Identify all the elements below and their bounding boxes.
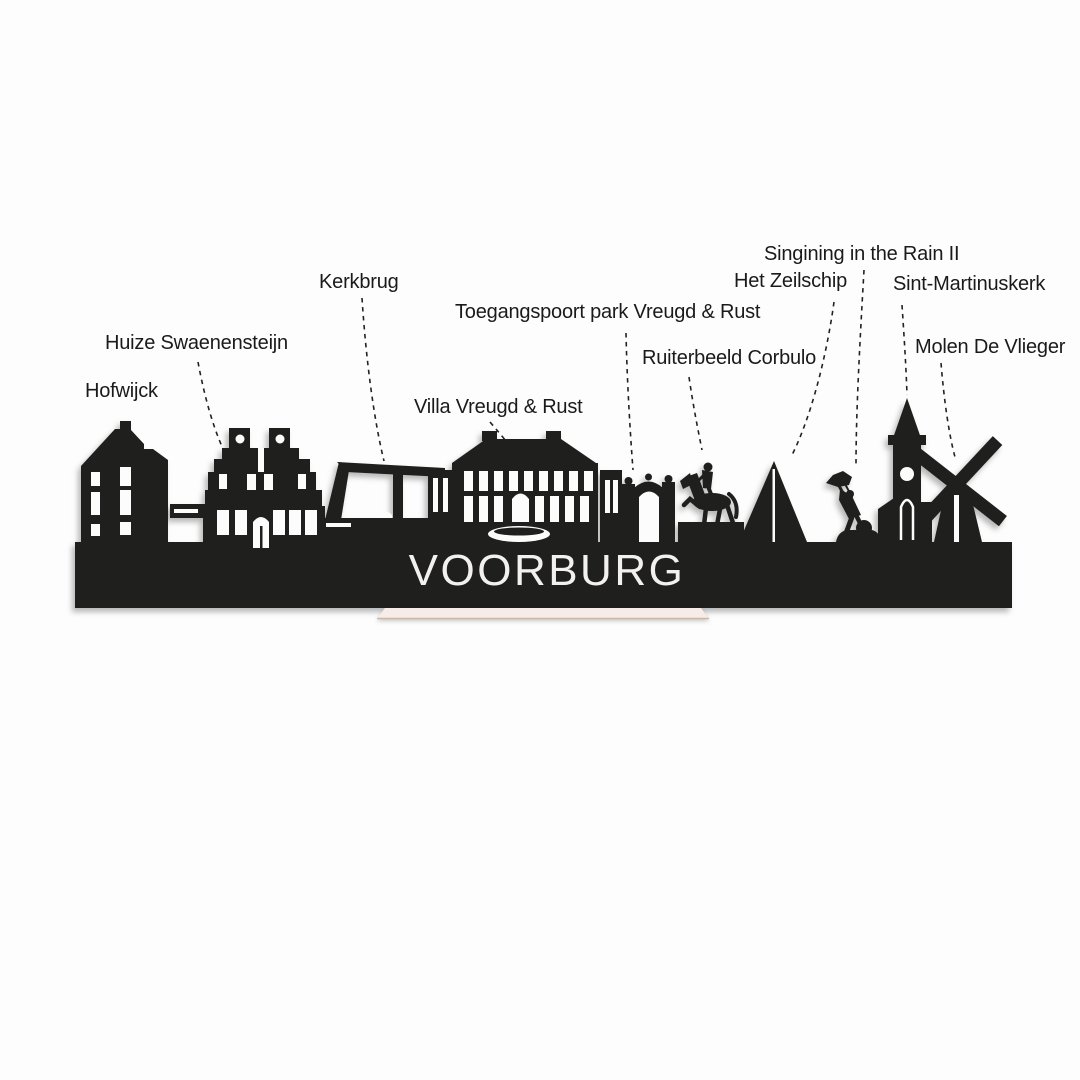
singining-statue-silhouette [826, 471, 881, 542]
stand [377, 608, 709, 620]
ruiterbeeld-corbulo-silhouette [678, 462, 744, 542]
skyline-silhouette [75, 398, 1012, 608]
leader-toegangspoort [625, 332, 634, 471]
label-toegangspoort: Toegangspoort park Vreugd & Rust [455, 301, 761, 323]
toegangspoort-silhouette [622, 473, 675, 542]
label-kerkbrug: Kerkbrug [319, 271, 399, 293]
label-ruiterbeeld-corbulo: Ruiterbeeld Corbulo [642, 347, 817, 369]
label-sint-martinuskerk: Sint-Martinuskerk [893, 273, 1046, 295]
leader-villa [489, 421, 507, 442]
kerkbrug-silhouette [322, 462, 448, 542]
label-singining-in-the-rain: Singining in the Rain II [764, 243, 960, 265]
sint-martinuskerk-silhouette [878, 398, 932, 542]
leader-zeilschip [790, 301, 835, 458]
silhouette-cutouts [91, 434, 959, 548]
leader-ruiterbeeld [688, 376, 703, 451]
label-huize-swaenensteijn: Huize Swaenensteijn [105, 332, 288, 354]
leader-lines [197, 269, 956, 471]
label-hofwijck: Hofwijck [85, 380, 158, 402]
leader-singining [855, 269, 865, 467]
molen-de-vlieger-silhouette [909, 436, 1007, 542]
base-band [75, 542, 1012, 608]
leader-huize-swaenensteijn [197, 361, 228, 458]
leader-molen [940, 362, 956, 458]
leader-kerkbrug [361, 297, 385, 462]
label-het-zeilschip: Het Zeilschip [734, 270, 847, 292]
label-molen-de-vlieger: Molen De Vlieger [915, 336, 1066, 358]
label-villa-vreugd-rust: Villa Vreugd & Rust [414, 396, 583, 418]
leader-sint-martinuskerk [901, 304, 908, 396]
city-name-cutout: VOORBURG [409, 546, 686, 595]
